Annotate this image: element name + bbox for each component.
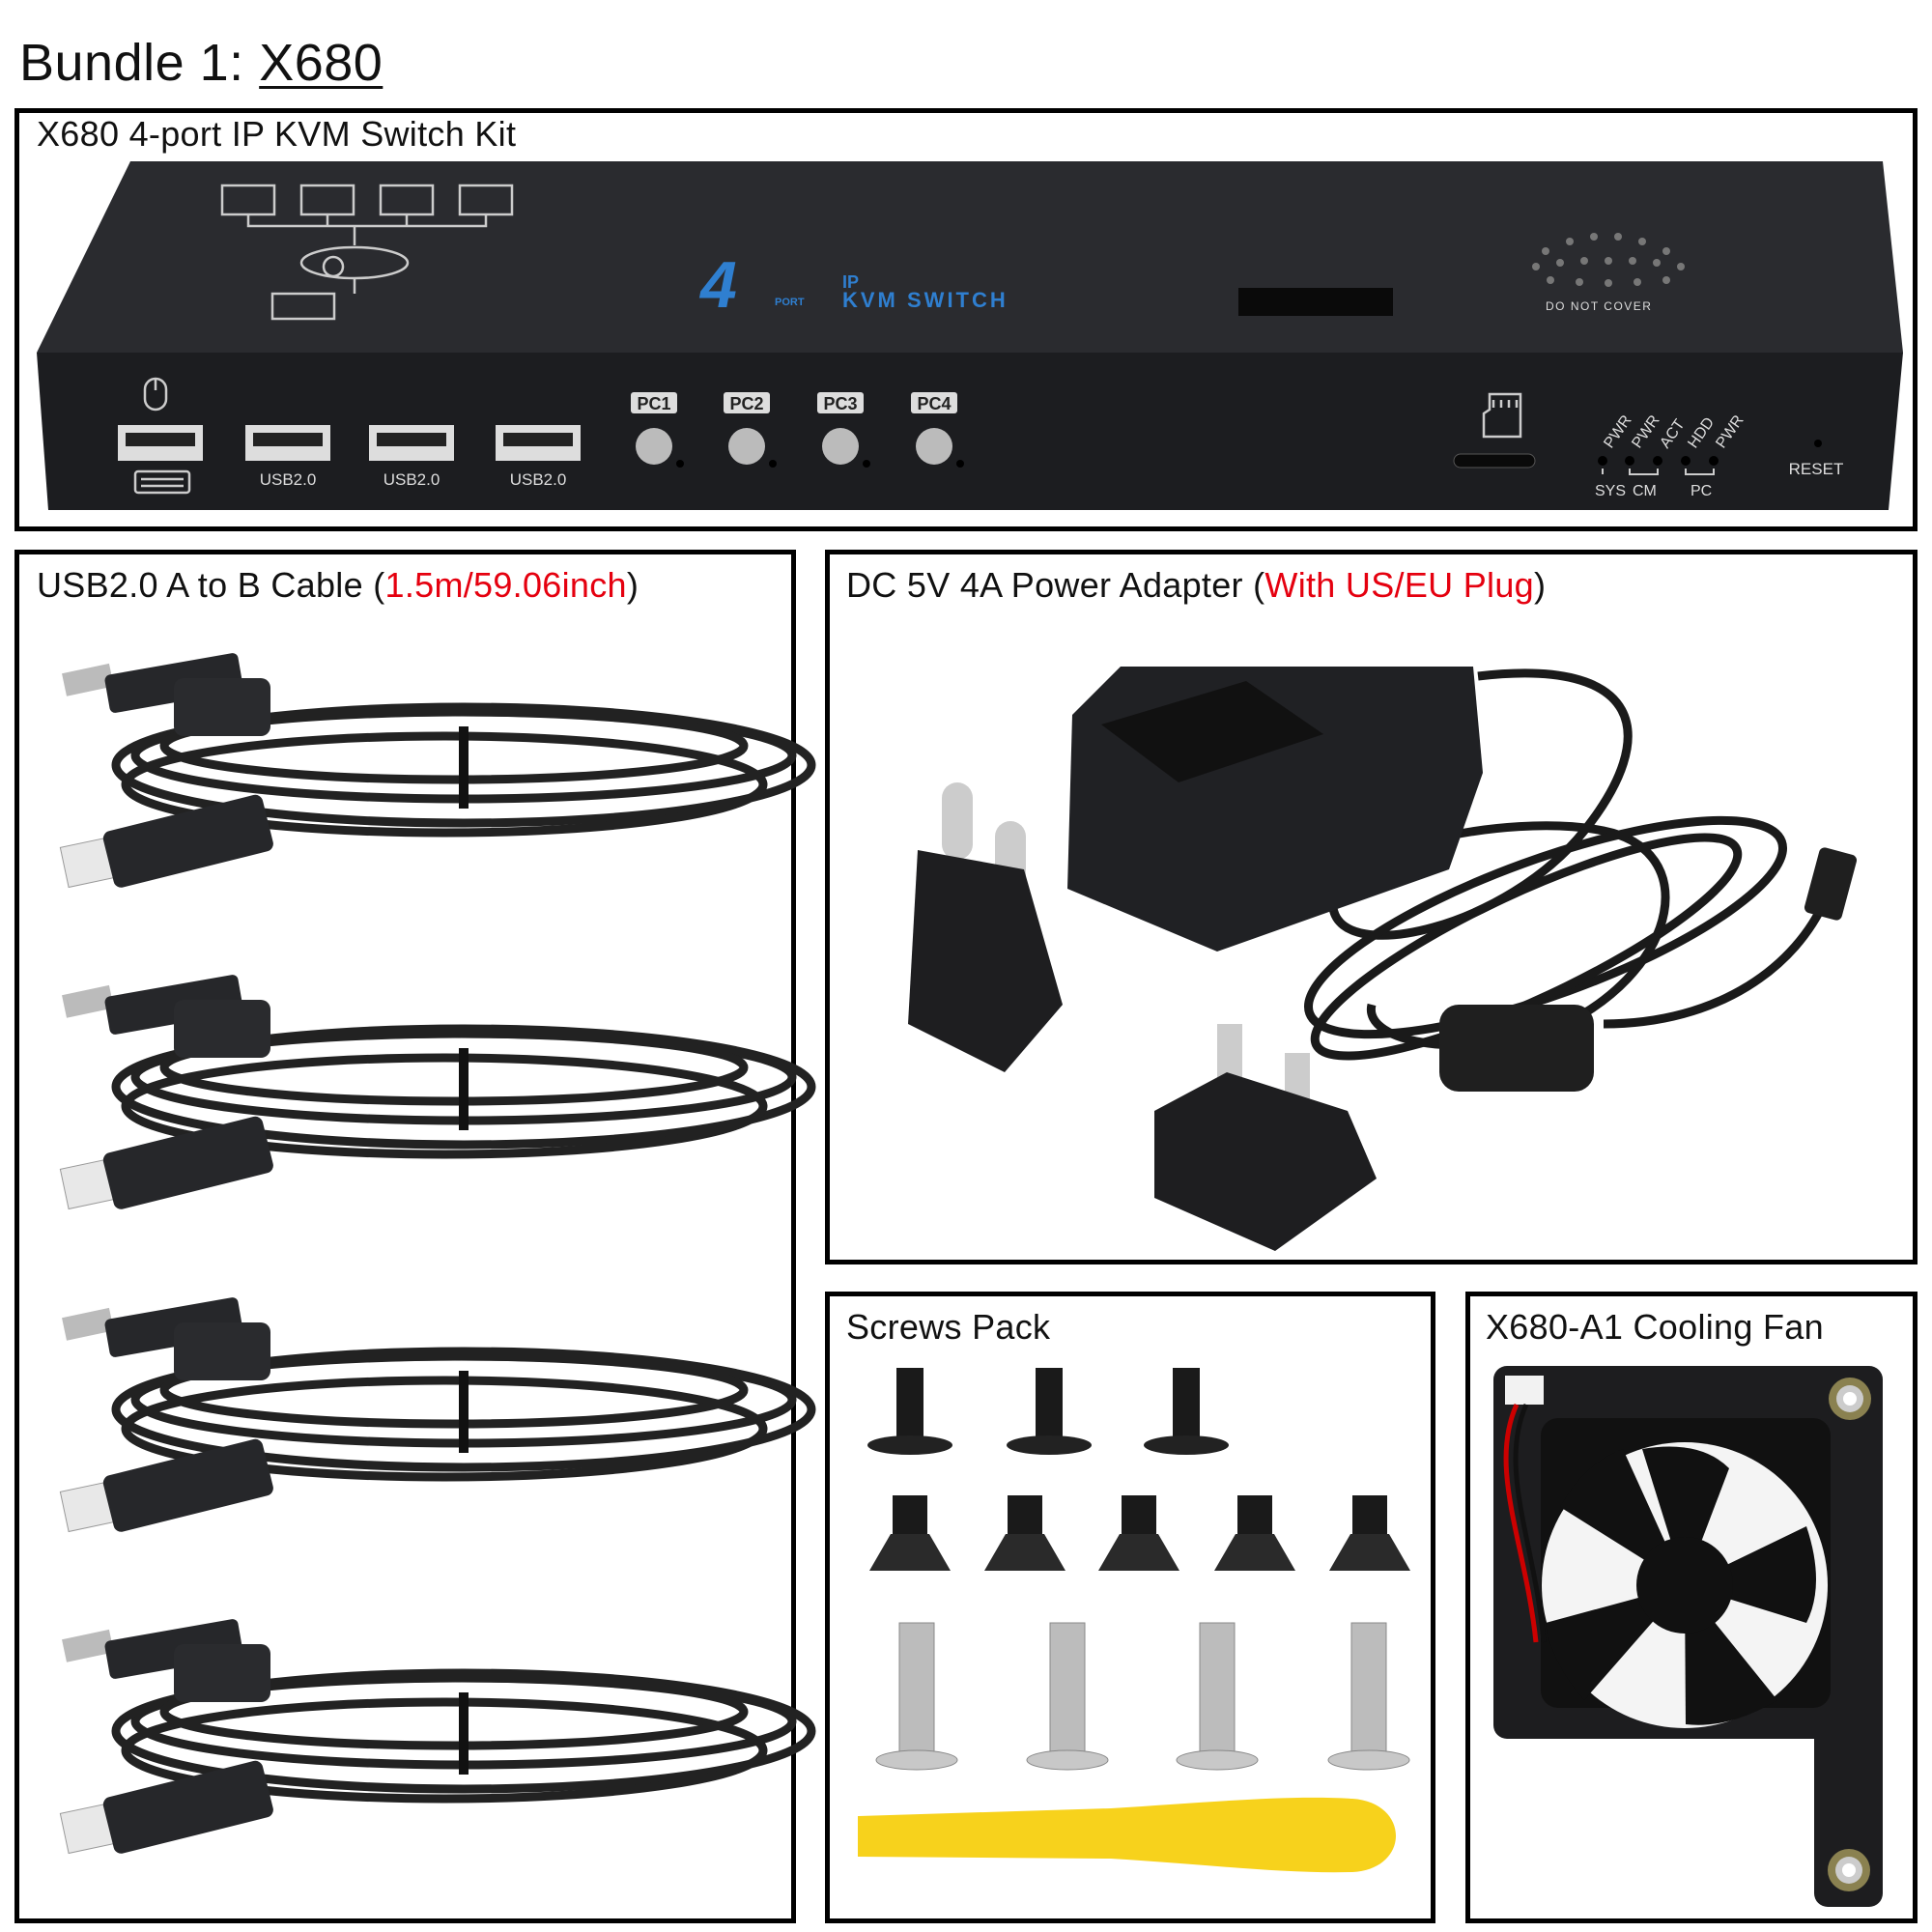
- kvm-big-number: 4: [698, 248, 737, 322]
- usb-port-label: USB2.0: [260, 470, 317, 489]
- usb-port: [496, 425, 581, 461]
- fan-wire-black: [1513, 1403, 1547, 1643]
- power-adapter-spec: With US/EU Plug: [1264, 565, 1534, 605]
- sd-card-slot: [1453, 453, 1536, 469]
- speaker-grille-icon: [1532, 233, 1685, 287]
- reset-label: RESET: [1789, 460, 1844, 478]
- kvm-front-face: [37, 353, 1903, 510]
- screws-image: [858, 1368, 1410, 1873]
- pry-tool: [858, 1797, 1396, 1873]
- title-model: X680: [259, 34, 384, 92]
- kvm-ip-text: IP: [842, 272, 859, 292]
- screws-label: Screws Pack: [846, 1307, 1051, 1347]
- ferrite-core: [1439, 1005, 1594, 1092]
- mount-hole: [1828, 1849, 1870, 1891]
- network-diagram-icon: [220, 184, 514, 321]
- power-adapter-image: [908, 667, 1858, 1251]
- svg-text:PC4: PC4: [917, 394, 951, 413]
- pc4-button: PC4: [911, 392, 964, 468]
- led-group-cm: CM: [1633, 483, 1657, 499]
- page-title: Bundle 1: X680: [19, 33, 383, 93]
- eu-plug-adapter: [908, 782, 1063, 1072]
- cooling-fan-label: X680-A1 Cooling Fan: [1486, 1307, 1824, 1347]
- do-not-cover-text: DO NOT COVER: [1546, 299, 1652, 313]
- mouse-icon: [143, 377, 168, 412]
- kvm-name-text: KVM SWITCH: [842, 288, 1009, 312]
- kvm-switch-image: 4 PORT IP KVM SWITCH DO NOT COVER USB2.0…: [37, 161, 1903, 510]
- dc-plug: [1804, 847, 1858, 921]
- pc2-button: PC2: [724, 392, 777, 468]
- kvm-kit-label: X680 4-port IP KVM Switch Kit: [37, 114, 517, 154]
- usb-port-mouse: [118, 425, 203, 461]
- mount-hole: [1829, 1378, 1871, 1420]
- power-adapter-label: DC 5V 4A Power Adapter (With US/EU Plug): [846, 565, 1547, 605]
- usb-cable-label: USB2.0 A to B Cable (1.5m/59.06inch): [37, 565, 639, 605]
- adapter-plug-socket: [1101, 681, 1323, 782]
- led-group-sys: SYS: [1595, 483, 1626, 499]
- title-prefix: Bundle 1:: [19, 34, 260, 92]
- us-plug-adapter: [1154, 1024, 1377, 1251]
- usb-port-label: USB2.0: [510, 470, 567, 489]
- usb-port: [369, 425, 454, 461]
- kvm-window: [1238, 288, 1393, 316]
- sd-card-icon: [1482, 392, 1522, 439]
- usb-cable-spec: 1.5m/59.06inch: [384, 565, 627, 605]
- usb-port-label: USB2.0: [384, 470, 440, 489]
- fan-connector: [1505, 1376, 1544, 1405]
- fan-blades-icon: [1546, 1446, 1816, 1725]
- reset-pinhole: [1814, 440, 1822, 447]
- led-group-pc: PC: [1690, 483, 1712, 499]
- usb-port: [245, 425, 330, 461]
- status-leds: [1598, 456, 1719, 466]
- svg-text:PC3: PC3: [823, 394, 857, 413]
- kvm-port-word: PORT: [775, 297, 805, 308]
- kvm-top-face: [37, 161, 1903, 353]
- keyboard-icon: [133, 469, 191, 495]
- pc3-button: PC3: [817, 392, 870, 468]
- svg-text:PC2: PC2: [729, 394, 763, 413]
- fan-wire-red: [1503, 1403, 1539, 1643]
- svg-text:PC1: PC1: [637, 394, 670, 413]
- pc1-button: PC1: [631, 392, 684, 468]
